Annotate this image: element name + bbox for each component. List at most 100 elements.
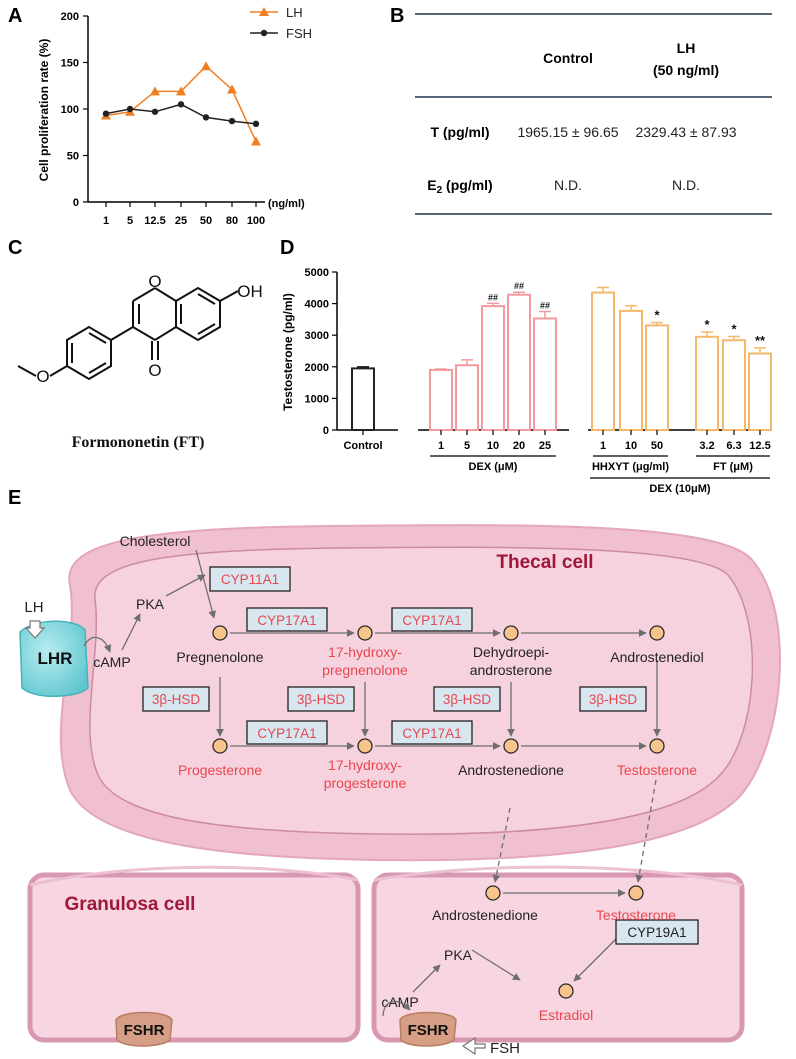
thecal-cell-label: Thecal cell [496, 552, 593, 573]
y-tick-label-a: 100 [61, 104, 79, 116]
y-tick-label-d: 3000 [305, 330, 329, 342]
methoxy-oxygen-label: O [36, 367, 49, 386]
enzyme-box-hsd-4 [579, 686, 647, 712]
lhr-receptor [19, 620, 89, 697]
node-dhea [503, 625, 519, 641]
table-row-t-label: T (pg/ml) [430, 124, 489, 140]
enzyme-hsd-2: 3β-HSD [297, 692, 346, 707]
granulosa-cells [27, 865, 745, 1043]
x-tick-label-d: 5 [464, 440, 470, 452]
lhr-label: LHR [38, 649, 73, 668]
enzyme-cyp17a1-4: CYP17A1 [402, 726, 461, 741]
pathway-nodes [212, 625, 665, 999]
panel-label-b: B [390, 5, 404, 27]
significance-mark: * [731, 321, 737, 336]
hydroxyl-label: OH [237, 282, 263, 301]
enzyme-box-hsd-2 [287, 686, 355, 712]
x-tick-label-d: 1 [438, 440, 444, 452]
label-17oh-progesterone-2: progesterone [324, 775, 407, 791]
label-17oh-pregnenolone-1: 17-hydroxy- [328, 644, 402, 660]
x-tick-label-a: 1 [103, 215, 109, 227]
enzyme-boxes [142, 566, 699, 945]
legend-marker-fsh [260, 29, 268, 37]
bar [722, 339, 746, 432]
pathway-arrows [216, 629, 661, 982]
ketone-oxygen-label: O [148, 361, 161, 380]
panel-label-e: E [8, 487, 21, 509]
x-tick-label-d: 20 [513, 440, 525, 452]
legend-label-fsh: FSH [286, 26, 312, 41]
x-tick-label-a: 80 [226, 215, 238, 227]
x-tick-label-d: 50 [651, 440, 663, 452]
lh-hormone-label: LH [24, 599, 43, 616]
enzyme-box-cyp19a1 [615, 919, 699, 945]
node-androstenediol [649, 625, 665, 641]
bar [748, 352, 772, 432]
granulosa-cell-label: Granulosa cell [65, 894, 196, 915]
y-tick-label-d: 1000 [305, 393, 329, 405]
enzyme-hsd-4: 3β-HSD [589, 692, 638, 707]
point-fsh [151, 108, 159, 115]
x-tick-label-d: 3.2 [699, 440, 714, 452]
label-progesterone: Progesterone [178, 762, 262, 778]
significance-mark: ## [488, 292, 498, 302]
point-fsh [228, 117, 236, 125]
bar [533, 317, 557, 431]
x-tick-label-d: 12.5 [749, 440, 770, 452]
panel-label-a: A [8, 5, 22, 27]
x-tick-label-d: 10 [487, 440, 499, 452]
y-tick-label-a: 150 [61, 58, 79, 70]
node-17oh-progesterone [357, 738, 373, 754]
label-dhea-1: Dehydroepi- [473, 644, 550, 660]
x-tick-label-d: 1 [600, 440, 606, 452]
bar [591, 291, 615, 432]
enzyme-box-hsd-3 [433, 686, 501, 712]
point-fsh [126, 105, 134, 113]
fshr-right-label: FSHR [408, 1022, 449, 1039]
enzyme-box-cyp17a1-2 [391, 607, 473, 632]
hhxyt-group-label: HHXYT (μg/ml) [592, 461, 669, 473]
label-pregnenolone: Pregnenolone [176, 649, 263, 665]
enzyme-cyp11a1: CYP11A1 [221, 572, 279, 587]
point-fsh [252, 120, 260, 128]
table-row-e2-label: E2 (pg/ml) [427, 177, 492, 196]
bar [645, 324, 669, 431]
cholesterol-label: Cholesterol [120, 533, 191, 549]
significance-mark: * [704, 317, 710, 332]
point-fsh [177, 101, 185, 108]
point-lh [227, 84, 237, 94]
x-tick-label-d: 10 [625, 440, 637, 452]
bar [619, 309, 643, 432]
table-row-t-control: 1965.15 ± 96.65 [517, 124, 618, 140]
y-tick-label-d: 4000 [305, 299, 329, 311]
node-testosterone [649, 738, 665, 754]
enzyme-box-cyp17a1-4 [391, 720, 473, 745]
label-androstenediol: Androstenediol [610, 649, 703, 665]
bar [429, 368, 453, 431]
node-pregnenolone [212, 625, 228, 641]
camp-thecal-label: cAMP [93, 654, 130, 670]
enzyme-cyp17a1-2: CYP17A1 [402, 613, 461, 628]
enzyme-box-cyp17a1-1 [246, 607, 328, 632]
x-unit-a: (ng/ml) [268, 198, 305, 210]
enzyme-cyp19a1: CYP19A1 [627, 925, 686, 940]
bar [695, 335, 719, 431]
y-axis-label-d: Testosterone (pg/ml) [281, 293, 295, 411]
x-tick-label-d: Control [343, 440, 382, 452]
x-tick-label-a: 100 [247, 215, 265, 227]
y-axis-label-a: Cell proliferation rate (%) [37, 39, 51, 182]
legend-label-lh: LH [286, 5, 303, 20]
label-testosterone-granulosa: Testosterone [596, 907, 676, 923]
enzyme-cyp17a1-3: CYP17A1 [257, 726, 316, 741]
y-tick-label-d: 2000 [305, 362, 329, 374]
x-tick-label-d: 25 [539, 440, 551, 452]
enzyme-box-hsd-1 [142, 686, 210, 712]
label-androstenedione-granulosa: Androstenedione [432, 907, 538, 923]
node-17oh-pregnenolone [357, 625, 373, 641]
formononetin-structure [17, 286, 239, 381]
table-row-t-lh: 2329.43 ± 87.93 [635, 124, 736, 140]
fshr-receptor-left [115, 1011, 173, 1047]
label-dhea-2: androsterone [470, 662, 553, 678]
x-tick-label-a: 5 [127, 215, 133, 227]
